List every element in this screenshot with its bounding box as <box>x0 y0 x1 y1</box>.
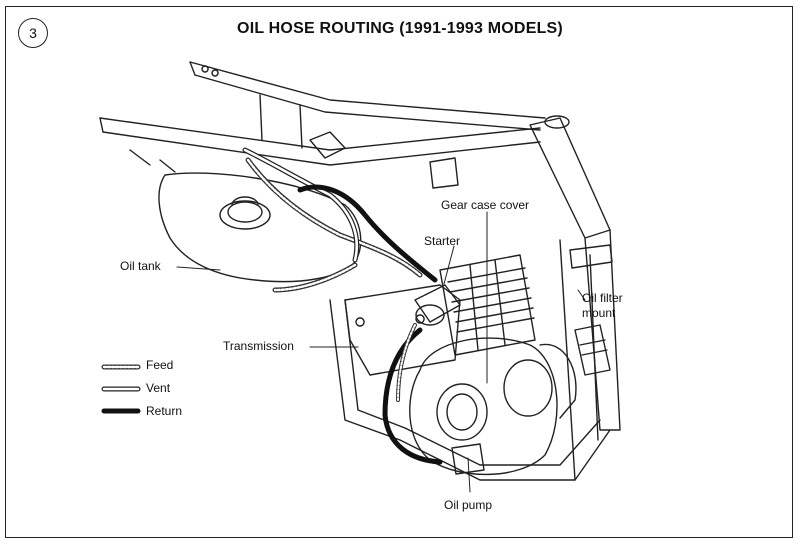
callout-gear-case-cover: Gear case cover <box>441 198 530 212</box>
transmission-case <box>344 284 461 376</box>
legend-vent-label: Vent <box>146 381 171 395</box>
callout-starter: Starter <box>424 234 461 248</box>
callout-oil-filter-mount-line1: Oil filter <box>582 291 623 305</box>
callout-transmission: Transmission <box>223 339 294 353</box>
legend-feed-label: Feed <box>146 358 174 372</box>
figure-number-badge: 3 <box>18 18 48 48</box>
legend-return-label: Return <box>146 404 183 418</box>
vent-hose <box>242 147 360 263</box>
return-hose <box>297 184 443 465</box>
oil-pump <box>451 443 485 475</box>
frame-rear-section <box>329 299 611 481</box>
feed-hose <box>245 157 423 293</box>
frame-backbone <box>99 61 546 189</box>
callout-leader-lines <box>176 211 586 493</box>
oil-filter <box>503 324 611 419</box>
figure-title: OIL HOSE ROUTING (1991-1993 MODELS) <box>237 20 563 37</box>
starter-motor <box>414 284 461 326</box>
legend-swatches <box>101 364 141 414</box>
callout-oil-filter-mount-line2: mount <box>582 306 616 320</box>
callout-oil-tank: Oil tank <box>120 259 161 273</box>
gear-case-cover <box>409 337 558 476</box>
callout-oil-pump: Oil pump <box>444 498 493 512</box>
